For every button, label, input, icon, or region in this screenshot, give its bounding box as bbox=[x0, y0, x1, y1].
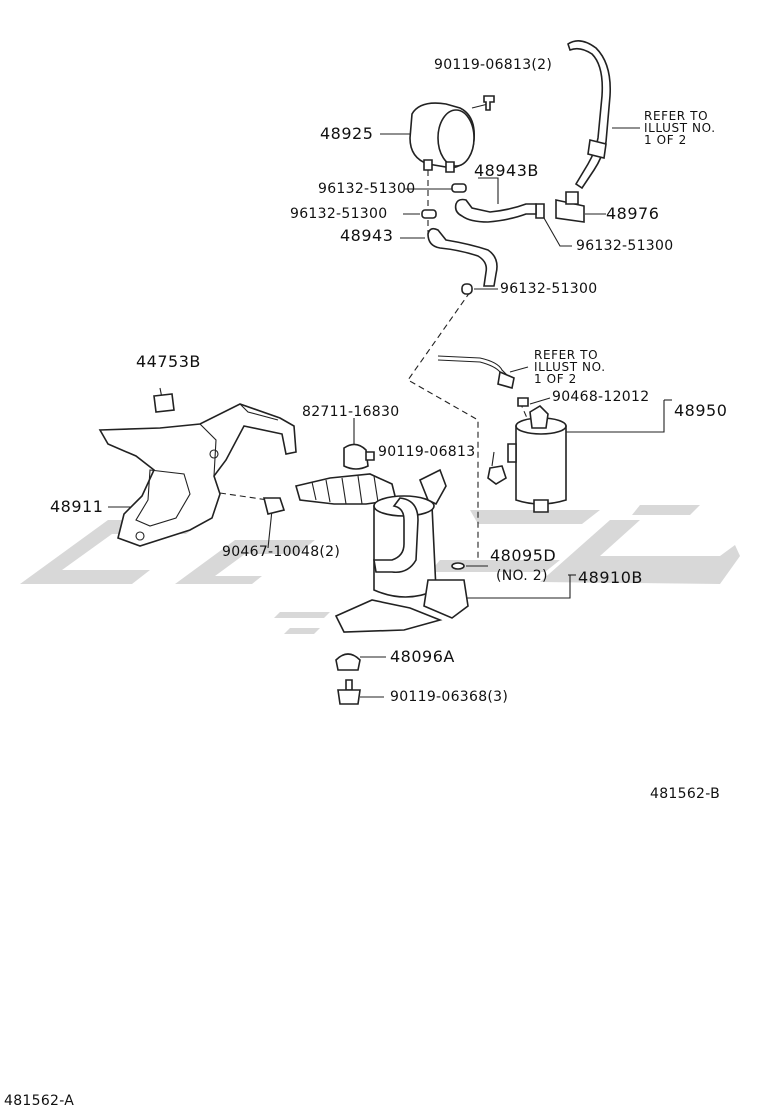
label-48950: 48950 bbox=[674, 401, 728, 420]
vacuum-tank-48925 bbox=[409, 95, 495, 173]
hose-clips bbox=[421, 183, 473, 295]
refer-note-top-line3: 1 OF 2 bbox=[644, 133, 687, 147]
label-48925: 48925 bbox=[320, 124, 374, 143]
label-44753B: 44753B bbox=[136, 352, 201, 371]
bracket-44753B bbox=[153, 393, 175, 413]
canister-48950 bbox=[507, 397, 567, 513]
label-48943B: 48943B bbox=[474, 161, 539, 180]
label-90468-12012: 90468-12012 bbox=[552, 389, 650, 405]
main-bracket-48911 bbox=[98, 403, 297, 547]
label-82711-16830: 82711-16830 bbox=[302, 404, 400, 420]
label-96132-51300-b: 96132-51300 bbox=[290, 206, 388, 222]
cushion-48096A bbox=[335, 653, 361, 671]
label-48911: 48911 bbox=[50, 497, 104, 516]
label-90467-10048-2: 90467-10048(2) bbox=[222, 544, 341, 560]
refer-note-top: REFER TO ILLUST NO. 1 OF 2 bbox=[644, 110, 716, 146]
label-96132-51300-c: 96132-51300 bbox=[576, 238, 674, 254]
refer-note-mid-line2: ILLUST NO. bbox=[534, 360, 606, 374]
label-48096A: 48096A bbox=[390, 647, 455, 666]
refer-note-mid-line3: 1 OF 2 bbox=[534, 372, 577, 386]
upper-hose-assembly bbox=[567, 40, 612, 190]
label-96132-51300-d: 96132-51300 bbox=[500, 281, 598, 297]
middle-refer-pipe bbox=[437, 355, 515, 390]
label-48943: 48943 bbox=[340, 226, 394, 245]
connector-82711 bbox=[343, 443, 375, 470]
refer-note-top-line1: REFER TO bbox=[644, 109, 709, 123]
label-90119-06813: 90119-06813 bbox=[378, 444, 476, 460]
label-96132-51300-a: 96132-51300 bbox=[318, 181, 416, 197]
refer-note-top-line2: ILLUST NO. bbox=[644, 121, 716, 135]
clip-90467 bbox=[262, 497, 286, 515]
label-48976: 48976 bbox=[606, 204, 660, 223]
label-48095D: 48095D bbox=[490, 546, 557, 565]
bolt-90119-06368 bbox=[337, 679, 361, 705]
label-no-2: (NO. 2) bbox=[496, 568, 548, 584]
label-48910B: 48910B bbox=[578, 568, 643, 587]
refer-note-mid: REFER TO ILLUST NO. 1 OF 2 bbox=[534, 349, 606, 385]
figure-id-a: 481562-A bbox=[4, 1093, 75, 1109]
pump-assembly-48910B bbox=[295, 468, 469, 633]
figure-id-b: 481562-B bbox=[650, 786, 721, 802]
three-way-joint bbox=[535, 191, 585, 223]
bolt-90119 bbox=[487, 465, 507, 485]
vacuum-hoses bbox=[427, 198, 537, 287]
refer-note-mid-line1: REFER TO bbox=[534, 348, 599, 362]
label-90119-06368-3: 90119-06368(3) bbox=[390, 689, 509, 705]
label-90119-06813-2: 90119-06813(2) bbox=[434, 57, 553, 73]
